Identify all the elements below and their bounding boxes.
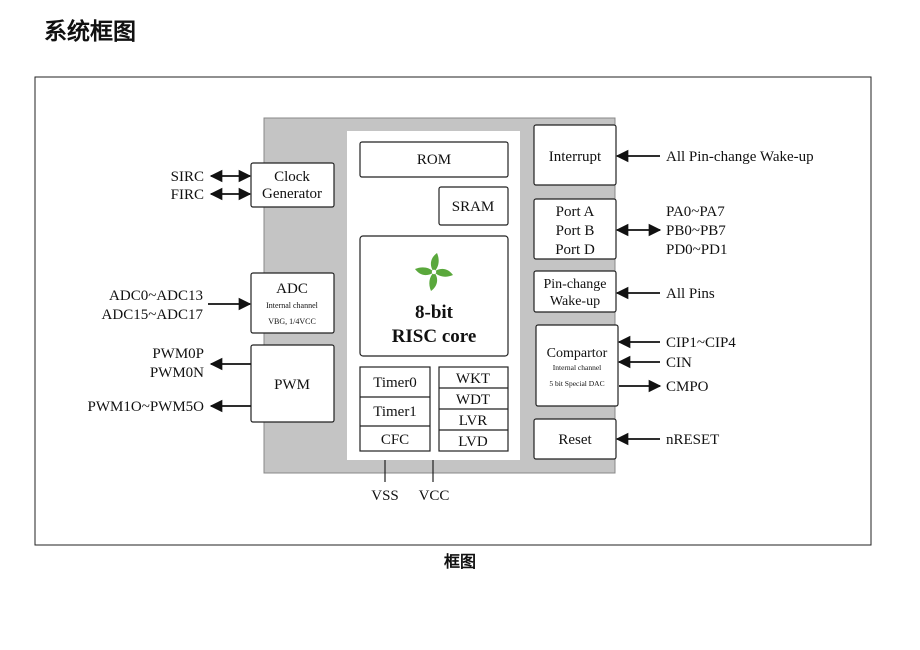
cfc-label: CFC: [381, 432, 409, 448]
cpu-label-line2: RISC core: [392, 326, 477, 347]
pd-label: PD0~PD1: [666, 242, 727, 258]
sram-block: [438, 186, 509, 226]
adc-range-a-label: ADC0~ADC13: [109, 288, 203, 304]
pa-label: PA0~PA7: [666, 204, 725, 220]
pinchange-label-line1: Pin-change: [544, 277, 607, 292]
sirc-label: SIRC: [171, 169, 204, 185]
figure-caption: 框图: [443, 552, 476, 571]
adc-subtitle-1: Internal channel: [266, 301, 319, 310]
pwm-label: PWM: [274, 377, 310, 393]
clock-generator-block: [250, 162, 335, 208]
cpu-core-block: [359, 235, 509, 357]
comparator-subtitle-2: 5 bit Special DAC: [549, 379, 604, 388]
comparator-title: Compartor: [547, 346, 608, 361]
pwm0p-label: PWM0P: [152, 346, 204, 362]
pwm1o-label: PWM1O~PWM5O: [88, 399, 205, 415]
port-b-label: Port B: [556, 223, 595, 239]
rom-block: [359, 141, 509, 178]
wdt-label: WDT: [456, 392, 490, 408]
lvd-label: LVD: [458, 434, 488, 450]
clock-label-line2: Generator: [262, 186, 322, 202]
all-pin-change-label: All Pin-change Wake-up: [666, 149, 814, 165]
cin-label: CIN: [666, 355, 692, 371]
all-pins-label: All Pins: [666, 286, 715, 302]
reset-label: Reset: [558, 432, 592, 448]
core-logo-icon: [415, 253, 453, 291]
nreset-label: nRESET: [666, 432, 719, 448]
pb-label: PB0~PB7: [666, 223, 726, 239]
pwm-block: [250, 344, 335, 423]
firc-label: FIRC: [171, 187, 204, 203]
cip-label: CIP1~CIP4: [666, 335, 736, 351]
adc-range-b-label: ADC15~ADC17: [102, 307, 204, 323]
comparator-subtitle-1: Internal channel: [553, 363, 602, 372]
sram-label: SRAM: [452, 199, 495, 215]
clock-label-line1: Clock: [274, 169, 310, 185]
timer0-label: Timer0: [373, 375, 417, 391]
page-heading: 系统框图: [44, 19, 136, 45]
vcc-label: VCC: [419, 488, 450, 504]
pinchange-label-line2: Wake-up: [550, 294, 600, 309]
cpu-label-line1: 8-bit: [415, 302, 454, 323]
lvr-label: LVR: [459, 413, 488, 429]
wkt-label: WKT: [456, 371, 490, 387]
port-d-label: Port D: [555, 242, 595, 258]
adc-title: ADC: [276, 281, 308, 297]
rom-label: ROM: [417, 152, 451, 168]
vss-label: VSS: [371, 488, 399, 504]
adc-subtitle-2: VBG, 1/4VCC: [268, 317, 316, 326]
cmpo-label: CMPO: [666, 379, 709, 395]
interrupt-label: Interrupt: [549, 149, 602, 165]
timer-group: [359, 366, 431, 452]
timer1-label: Timer1: [373, 404, 417, 420]
port-a-label: Port A: [556, 204, 595, 220]
pwm0n-label: PWM0N: [150, 365, 204, 381]
